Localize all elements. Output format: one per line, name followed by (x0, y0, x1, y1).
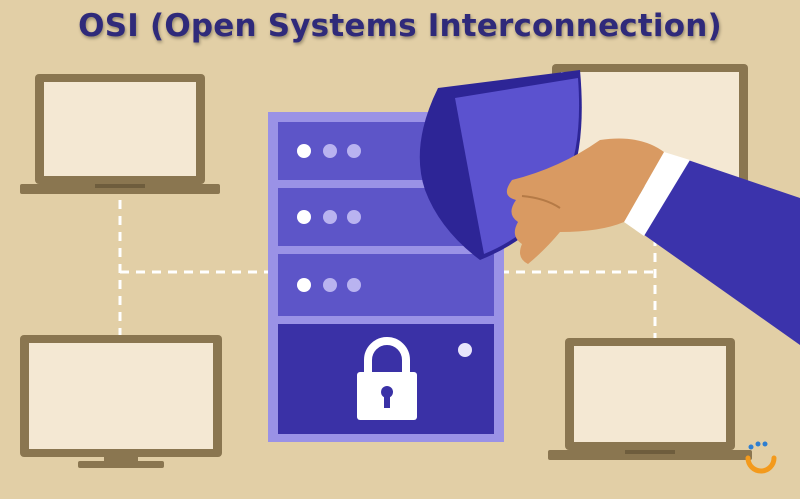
server-indicator-dots (297, 144, 472, 357)
monitor-icon-bottom-left (20, 335, 222, 468)
lock-icon (357, 337, 417, 420)
page-title: OSI (Open Systems Interconnection) (78, 8, 722, 44)
laptop-icon-bottom-right (548, 338, 752, 460)
laptop-icon-top-left (20, 74, 220, 194)
hand-icon (506, 138, 800, 345)
brand-logo-icon (745, 441, 777, 474)
